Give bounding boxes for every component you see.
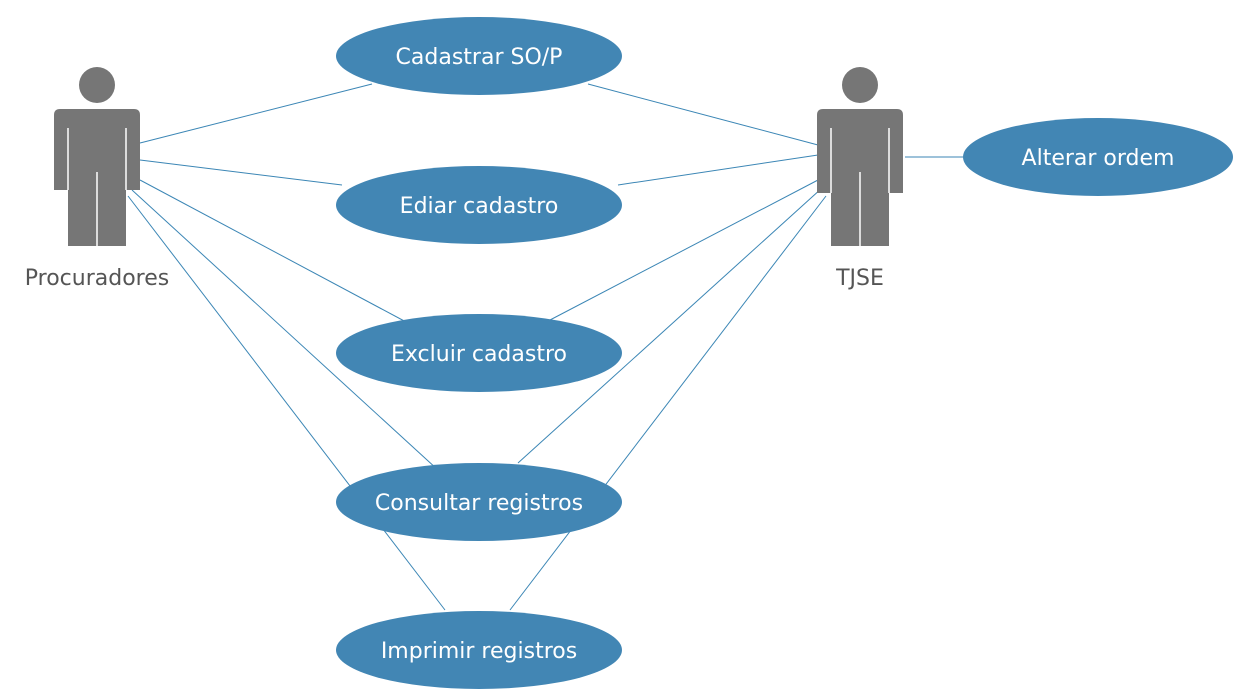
assoc-tjse-imprimir: [509, 195, 827, 611]
assoc-tjse-consultar: [517, 187, 823, 464]
use-case-excluir: Excluir cadastro: [336, 314, 622, 392]
assoc-procuradores-excluir: [139, 179, 409, 324]
use-case-label-alterar: Alterar ordem: [1022, 146, 1175, 171]
use-case-consultar: Consultar registros: [336, 463, 622, 541]
assoc-procuradores-imprimir: [127, 195, 446, 611]
associations: [127, 83, 965, 611]
actor-procuradores: Procuradores: [25, 67, 169, 291]
use-case-cadastrar: Cadastrar SO/P: [336, 17, 622, 95]
assoc-tjse-cadastrar: [587, 83, 819, 146]
use-case-label-consultar: Consultar registros: [375, 491, 583, 516]
use-case-label-cadastrar: Cadastrar SO/P: [396, 45, 563, 70]
use-case-imprimir: Imprimir registros: [336, 611, 622, 689]
actor-tjse: TJSE: [817, 67, 903, 291]
assoc-tjse-editar: [617, 154, 819, 186]
person-icon: [817, 67, 903, 246]
actor-label-procuradores: Procuradores: [25, 266, 169, 291]
assoc-procuradores-editar: [139, 159, 343, 186]
use-case-label-editar: Ediar cadastro: [400, 194, 559, 219]
person-icon: [54, 67, 140, 246]
use-case-editar: Ediar cadastro: [336, 166, 622, 244]
use-case-label-imprimir: Imprimir registros: [381, 639, 577, 664]
assoc-procuradores-consultar: [131, 189, 439, 471]
use-case-label-excluir: Excluir cadastro: [391, 342, 567, 367]
actor-label-tjse: TJSE: [835, 266, 884, 291]
use-case-alterar: Alterar ordem: [963, 118, 1233, 196]
assoc-tjse-excluir: [549, 179, 819, 321]
assoc-procuradores-cadastrar: [139, 83, 373, 144]
